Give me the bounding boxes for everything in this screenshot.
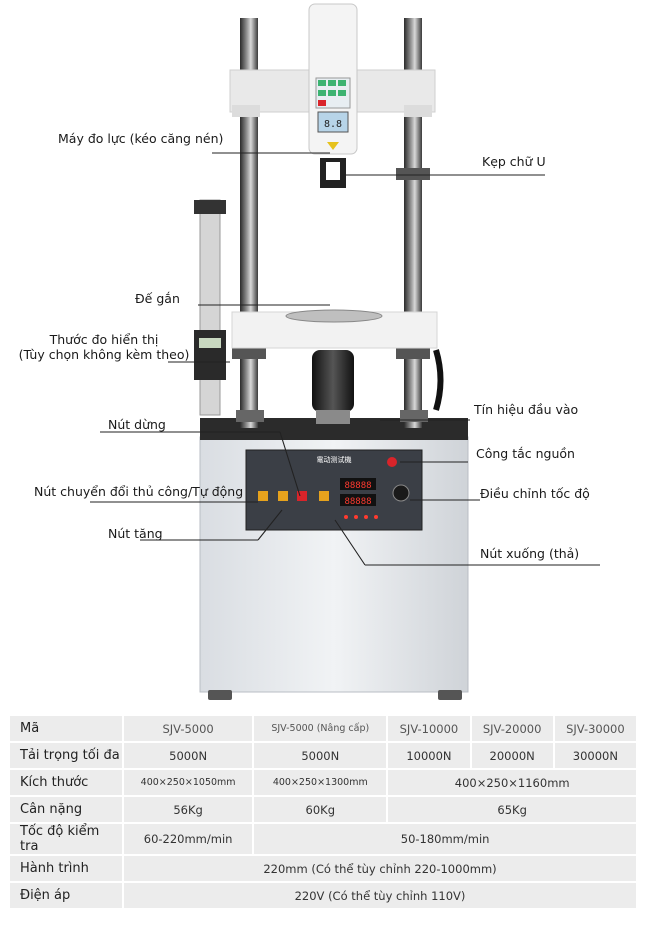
model-cell: SJV-30000 [554,716,636,741]
callout-power-switch: Công tắc nguồn [476,446,575,461]
row-label: Mã [10,716,122,741]
table-row: Tốc độ kiểm tra 60-220mm/min 50-180mm/mi… [10,824,636,854]
table-cell: 220mm (Có thể tùy chỉnh 220-1000mm) [124,856,636,881]
callout-u-clamp: Kẹp chữ U [482,154,546,169]
table-cell: 65Kg [388,797,636,822]
row-label: Điện áp [10,883,122,908]
row-label: Hành trình [10,856,122,881]
callout-display-ruler-line2: (Tùy chọn không kèm theo) [18,347,190,362]
table-row: Mã SJV-5000 SJV-5000 (Nâng cấp) SJV-1000… [10,716,636,741]
digital-readout [194,330,226,380]
callout-display-ruler-line1: Thước đo hiển thị [49,332,159,347]
up-button-shape[interactable] [278,491,288,501]
display-digits-bottom: 88888 [344,497,371,507]
table-row: Hành trình 220mm (Có thể tùy chỉnh 220-1… [10,856,636,881]
speed-knob[interactable] [392,484,410,502]
table-row: Cân nặng 56Kg 60Kg 65Kg [10,797,636,822]
table-cell: 60Kg [254,797,387,822]
table-cell: 400×250×1050mm [124,770,253,795]
spec-table: Mã SJV-5000 SJV-5000 (Nâng cấp) SJV-1000… [8,714,638,910]
callout-manual-auto: Nút chuyển đổi thủ công/Tự động [34,484,244,499]
row-label: Tốc độ kiểm tra [10,824,122,854]
stop-button-shape[interactable] [297,491,307,501]
model-cell: SJV-5000 (Nâng cấp) [254,716,387,741]
model-cell: SJV-5000 [124,716,253,741]
callout-force-gauge: Máy đo lực (kéo căng nén) [58,131,224,146]
test-stand-drawing: 電动测试機 88888 88888 8.8 [90,3,600,700]
table-row: Điện áp 220V (Có thể tùy chỉnh 110V) [10,883,636,908]
power-switch-shape[interactable] [387,457,397,467]
row-label: Tải trọng tối đa [10,743,122,768]
scale-ruler [199,199,221,416]
model-cell: SJV-10000 [388,716,470,741]
panel-title: 電动测试機 [317,455,352,464]
product-illustration: 電动测试機 88888 88888 8.8 [14,3,600,700]
table-cell: 20000N [471,743,553,768]
callout-display-ruler: Thước đo hiển thị (Tùy chọn không kèm th… [14,332,194,362]
table-cell: 60-220mm/min [124,824,253,854]
table-cell: 10000N [388,743,470,768]
callout-up-button: Nút tăng [108,526,163,541]
table-cell: 56Kg [124,797,253,822]
manual-auto-button[interactable] [258,491,268,501]
row-label: Kích thước [10,770,122,795]
callout-down-button: Nút xuống (thả) [480,546,580,561]
callout-input-signal: Tín hiệu đầu vào [474,402,579,417]
table-row: Tải trọng tối đa 5000N 5000N 10000N 2000… [10,743,636,768]
table-row: Kích thước 400×250×1050mm 400×250×1300mm… [10,770,636,795]
callout-stop-button: Nút dừng [108,417,166,432]
callout-speed-adjust: Điều chỉnh tốc độ [480,486,590,501]
bellows [312,350,354,412]
row-label: Cân nặng [10,797,122,822]
table-cell: 5000N [254,743,387,768]
display-digits-top: 88888 [344,481,371,491]
down-button-shape[interactable] [319,491,329,501]
callout-mount-base: Đế gắn [135,291,180,306]
table-cell: 400×250×1160mm [388,770,636,795]
table-cell: 400×250×1300mm [254,770,387,795]
table-cell: 30000N [554,743,636,768]
table-cell: 50-180mm/min [254,824,636,854]
table-cell: 220V (Có thể tùy chỉnh 110V) [124,883,636,908]
table-cell: 5000N [124,743,253,768]
model-cell: SJV-20000 [471,716,553,741]
gauge-reading: 8.8 [324,119,342,130]
